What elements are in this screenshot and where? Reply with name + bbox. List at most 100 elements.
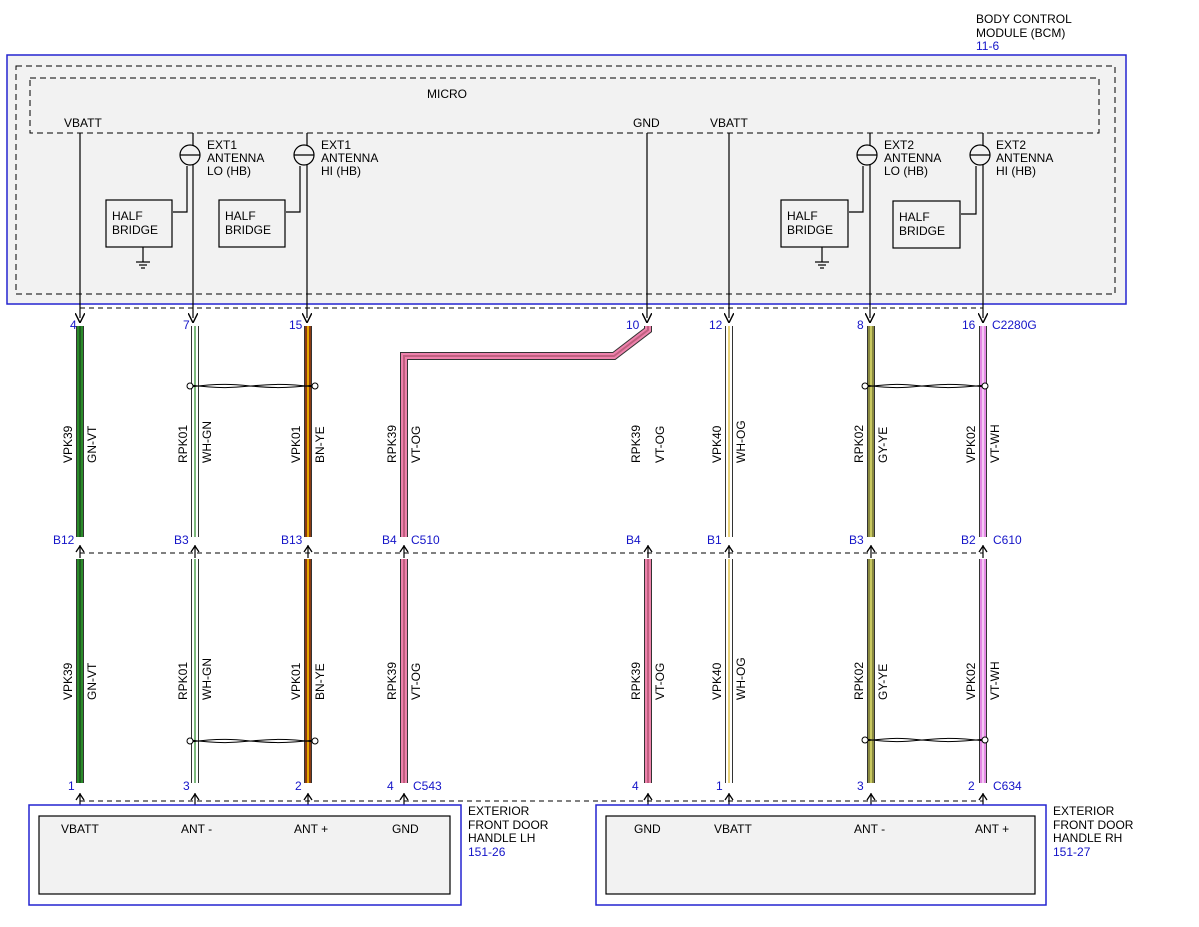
inline-pin-number: B4 (626, 533, 641, 547)
antenna-l2: ANTENNA (884, 151, 941, 165)
handle-lh-pin-gnd: GND (392, 822, 419, 836)
handle-pin-number: 2 (295, 779, 302, 793)
bcm-inner-dashed (15, 65, 1116, 295)
color-code-upper: WH-OG (734, 420, 748, 463)
pin-top-number: 15 (289, 318, 303, 332)
antenna-ext2-lo: EXT2 ANTENNA LO (HB) HALF BRIDGE (780, 133, 941, 318)
circuit-label-upper: RPK02 (852, 425, 866, 463)
circuit-label-lower: VPK01 (289, 662, 303, 700)
color-code-upper: VT-OG (653, 426, 667, 463)
wire-rpk39-crossover-stripe (403, 326, 649, 537)
pin-top-number: 8 (857, 318, 864, 332)
handle-lh-module: VBATT ANT - ANT + GND EXTERIOR FRONT DOO… (28, 804, 549, 906)
bcm-connector-label: C2280G (992, 318, 1037, 332)
inline-pin-number: B2 (961, 533, 976, 547)
handle-pin-number: 4 (632, 779, 639, 793)
half-bridge-l1: HALF (112, 209, 143, 223)
color-code-upper: BN-YE (313, 426, 327, 463)
bcm-title-line2: MODULE (BCM) (976, 26, 1065, 40)
color-code-upper: GY-YE (876, 427, 890, 463)
color-code-lower: GN-VT (85, 662, 99, 700)
half-bridge-l2: BRIDGE (225, 223, 271, 237)
color-code-lower: WH-GN (200, 658, 214, 700)
inline-pin-number: B13 (281, 533, 303, 547)
antenna-l1: EXT1 (321, 138, 351, 152)
circuit-label-lower: RPK39 (385, 662, 399, 700)
circuit-label-lower: RPK01 (176, 662, 190, 700)
handle-pin-number: 3 (857, 779, 864, 793)
vbatt-right-label: VBATT (710, 116, 748, 130)
handle-rh-module: GND VBATT ANT - ANT + EXTERIOR FRONT DOO… (595, 804, 1134, 906)
antenna-l3: HI (HB) (996, 164, 1036, 178)
handle-right-connector-label: C634 (993, 779, 1022, 793)
circuit-label-upper: VPK40 (710, 425, 724, 463)
half-bridge-box (892, 200, 961, 249)
color-code-lower: WH-OG (734, 657, 748, 700)
half-bridge-l2: BRIDGE (787, 223, 833, 237)
antenna-ext1-lo: EXT1 ANTENNA LO (HB) HALF BRIDGE (105, 133, 264, 318)
color-code-lower: BN-YE (313, 663, 327, 700)
color-code-lower: GY-YE (876, 664, 890, 700)
color-code-lower: VT-OG (653, 663, 667, 700)
antenna-l3: HI (HB) (321, 164, 361, 178)
circuit-label-lower: RPK02 (852, 662, 866, 700)
circuit-label-lower: VPK02 (964, 662, 978, 700)
half-bridge-l1: HALF (899, 210, 930, 224)
handle-rh-pin-ant-minus: ANT - (854, 822, 885, 836)
handle-pin-number: 2 (968, 779, 975, 793)
circuit-label-upper: VPK39 (61, 425, 75, 463)
handle-pin-number: 3 (183, 779, 190, 793)
handle-lh-title-2: FRONT DOOR (468, 818, 549, 832)
inline-pin-number: B12 (53, 533, 75, 547)
circuit-label-upper: RPK39 (385, 425, 399, 463)
inline-left-label: C510 (411, 533, 440, 547)
half-bridge-l1: HALF (225, 209, 256, 223)
antenna-l1: EXT2 (996, 138, 1026, 152)
handle-pin-number: 1 (68, 779, 75, 793)
bcm-module: BODY CONTROL MODULE (BCM) 11-6 MICRO VBA… (6, 12, 1127, 318)
circuit-label-upper: RPK01 (176, 425, 190, 463)
circuit-label-lower: VPK39 (61, 662, 75, 700)
handle-rh-inner (605, 815, 1036, 895)
handle-rh-pin-ant-plus: ANT + (975, 822, 1009, 836)
inline-pin-number: B4 (382, 533, 397, 547)
handle-rh-pin-vbatt: VBATT (714, 822, 752, 836)
antenna-l3: LO (HB) (207, 164, 251, 178)
twisted-pair-markers (186, 382, 989, 745)
handle-pin-number: 4 (387, 779, 394, 793)
circuit-label-upper: VPK02 (964, 425, 978, 463)
color-code-upper: GN-VT (85, 425, 99, 463)
handle-lh-pin-ant-minus: ANT - (181, 822, 212, 836)
antenna-l2: ANTENNA (996, 151, 1053, 165)
handle-lh-title-1: EXTERIOR (468, 804, 530, 818)
handle-rh-ref: 151-27 (1053, 845, 1091, 859)
gnd-label: GND (633, 116, 660, 130)
handle-rh-title-3: HANDLE RH (1053, 831, 1122, 845)
circuit-label-lower: VPK40 (710, 662, 724, 700)
micro-label: MICRO (427, 87, 467, 101)
color-code-lower: VT-OG (409, 663, 423, 700)
color-code-upper: VT-WH (988, 424, 1002, 463)
bcm-title-line1: BODY CONTROL (976, 12, 1072, 26)
handle-left-connector-label: C543 (413, 779, 442, 793)
wire-rpk39-crossover-base (401, 326, 651, 537)
bcm-ref: 11-6 (976, 39, 999, 53)
antenna-l1: EXT1 (207, 138, 237, 152)
half-bridge-l2: BRIDGE (112, 223, 158, 237)
pin-top-number: 16 (962, 318, 976, 332)
pin-top-number: 12 (709, 318, 723, 332)
antenna-l2: ANTENNA (321, 151, 378, 165)
antenna-l2: ANTENNA (207, 151, 264, 165)
half-bridge-l2: BRIDGE (899, 224, 945, 238)
color-code-lower: VT-WH (988, 661, 1002, 700)
half-bridge-l1: HALF (787, 209, 818, 223)
pin-top-number: 10 (626, 318, 640, 332)
handle-pin-number: 1 (716, 779, 723, 793)
circuit-label-upper: VPK01 (289, 425, 303, 463)
pin-top-number: 7 (183, 318, 190, 332)
circuit-label-upper: RPK39 (629, 425, 643, 463)
antenna-l3: LO (HB) (884, 164, 928, 178)
inline-pin-number: B3 (849, 533, 864, 547)
inline-pin-number: B3 (174, 533, 189, 547)
